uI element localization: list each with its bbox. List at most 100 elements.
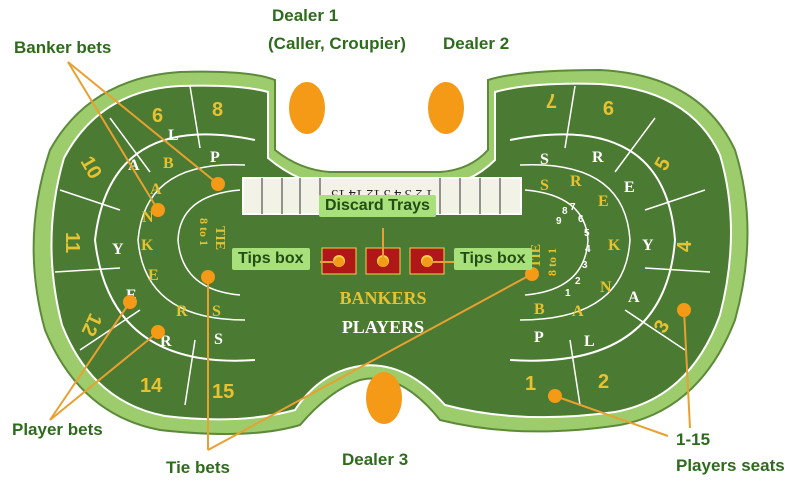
dealer-1-label: Dealer 1 <box>272 6 339 25</box>
players-seats-label: Players seats <box>676 456 785 475</box>
left-player-curve <box>177 189 241 296</box>
dealer-1-dot <box>289 82 325 134</box>
discard-trays-label: Discard Trays <box>319 195 436 217</box>
left-banker-letter: S <box>212 303 221 320</box>
seat-14: 14 <box>140 375 163 397</box>
tie-left-label: TIE <box>212 226 227 250</box>
left-banker-curve <box>137 163 246 321</box>
dealer-2-dot <box>428 82 464 134</box>
divider <box>644 267 711 273</box>
left-player-letter: A <box>128 157 140 174</box>
seat-11: 11 <box>61 232 83 253</box>
right-banker-curve <box>519 163 631 321</box>
right-banker-letter: E <box>598 193 609 210</box>
right-player-letter: P <box>534 329 544 346</box>
seat-1: 1 <box>525 373 536 395</box>
pointer-dot <box>677 303 691 317</box>
small-number: 1 <box>565 288 571 299</box>
small-number: 2 <box>575 276 581 287</box>
dealer-1-sublabel: (Caller, Croupier) <box>268 34 406 53</box>
players-word: PLAYERS <box>342 317 424 337</box>
left-banker-letter: E <box>148 267 159 284</box>
dealer-3-dot <box>366 372 402 424</box>
seat-2: 2 <box>598 371 609 393</box>
pointer-dot <box>151 203 165 217</box>
right-player-letter: A <box>628 289 640 306</box>
bankers-word: BANKERS <box>339 288 426 308</box>
divider <box>614 117 656 173</box>
right-banker-letter: A <box>572 303 584 320</box>
left-player-letter: Y <box>112 241 124 258</box>
pointer-dot <box>334 257 344 267</box>
small-number: 3 <box>582 260 588 271</box>
left-player-letter: P <box>210 149 220 166</box>
pointer-dot <box>548 389 562 403</box>
player-bets-label: Player bets <box>12 420 103 439</box>
leader-line <box>207 273 533 451</box>
leader-line <box>67 61 219 185</box>
right-player-letter: R <box>592 149 604 166</box>
left-outer-curve <box>93 133 256 362</box>
left-banker-letter: B <box>163 155 174 172</box>
left-player-letter: R <box>160 333 172 350</box>
seat-6: 6 <box>152 105 163 127</box>
dealer-2-label: Dealer 2 <box>443 34 510 53</box>
pointer-dot <box>151 325 165 339</box>
leader-line <box>49 301 131 421</box>
right-player-curve <box>524 189 589 296</box>
seat-7: 7 <box>546 89 557 111</box>
tie-left-odds: 8 to 1 <box>197 218 211 246</box>
tie-right-label: TIE <box>529 244 544 268</box>
right-player-letter: L <box>584 333 595 350</box>
small-number: 7 <box>570 202 576 213</box>
right-banker-letter: S <box>540 177 549 194</box>
leader-line <box>49 331 159 421</box>
left-player-letter: L <box>168 127 179 144</box>
right-player-letter: Y <box>642 237 654 254</box>
pointer-dot <box>201 270 215 284</box>
pointer-dot <box>211 177 225 191</box>
pointer-dot <box>525 267 539 281</box>
tips-box-left-label: Tips box <box>232 248 310 270</box>
right-banker-letter: K <box>608 237 621 254</box>
small-number: 4 <box>585 244 591 255</box>
left-banker-letter: N <box>142 209 154 226</box>
pointer-dot <box>123 295 137 309</box>
seat-15: 15 <box>212 381 234 403</box>
tie-bets-label: Tie bets <box>166 458 230 477</box>
leader-line <box>683 309 691 429</box>
players-seats-number: 1-15 <box>676 430 711 449</box>
leader-line <box>554 395 669 437</box>
divider <box>644 189 706 211</box>
divider <box>624 309 686 351</box>
left-player-letter: S <box>214 331 223 348</box>
tie-right-odds: 8 to 1 <box>545 248 559 276</box>
right-banker-letter: B <box>534 301 545 318</box>
leader-line <box>67 61 159 211</box>
left-banker-letter: K <box>141 237 154 254</box>
small-number: 8 <box>562 206 568 217</box>
divider <box>54 267 121 273</box>
pointer-dot <box>422 257 432 267</box>
small-number: 9 <box>556 216 562 227</box>
right-banker-letter: N <box>600 279 612 296</box>
seat-4: 4 <box>674 240 696 252</box>
divider <box>184 339 196 406</box>
small-number: 5 <box>584 228 590 239</box>
divider <box>109 117 151 173</box>
seat-9: 9 <box>603 96 614 118</box>
right-outer-curve <box>509 133 677 362</box>
banker-bets-label: Banker bets <box>14 38 112 57</box>
tips-box-right-label: Tips box <box>454 248 532 270</box>
right-player-letter: E <box>624 179 635 196</box>
divider <box>569 339 581 406</box>
small-number: 6 <box>578 214 584 225</box>
left-banker-letter: A <box>150 181 162 198</box>
pointer-dot <box>378 257 388 267</box>
dealer-3-label: Dealer 3 <box>342 450 409 469</box>
right-player-letter: S <box>540 151 549 168</box>
divider <box>564 85 576 149</box>
divider <box>189 85 201 149</box>
